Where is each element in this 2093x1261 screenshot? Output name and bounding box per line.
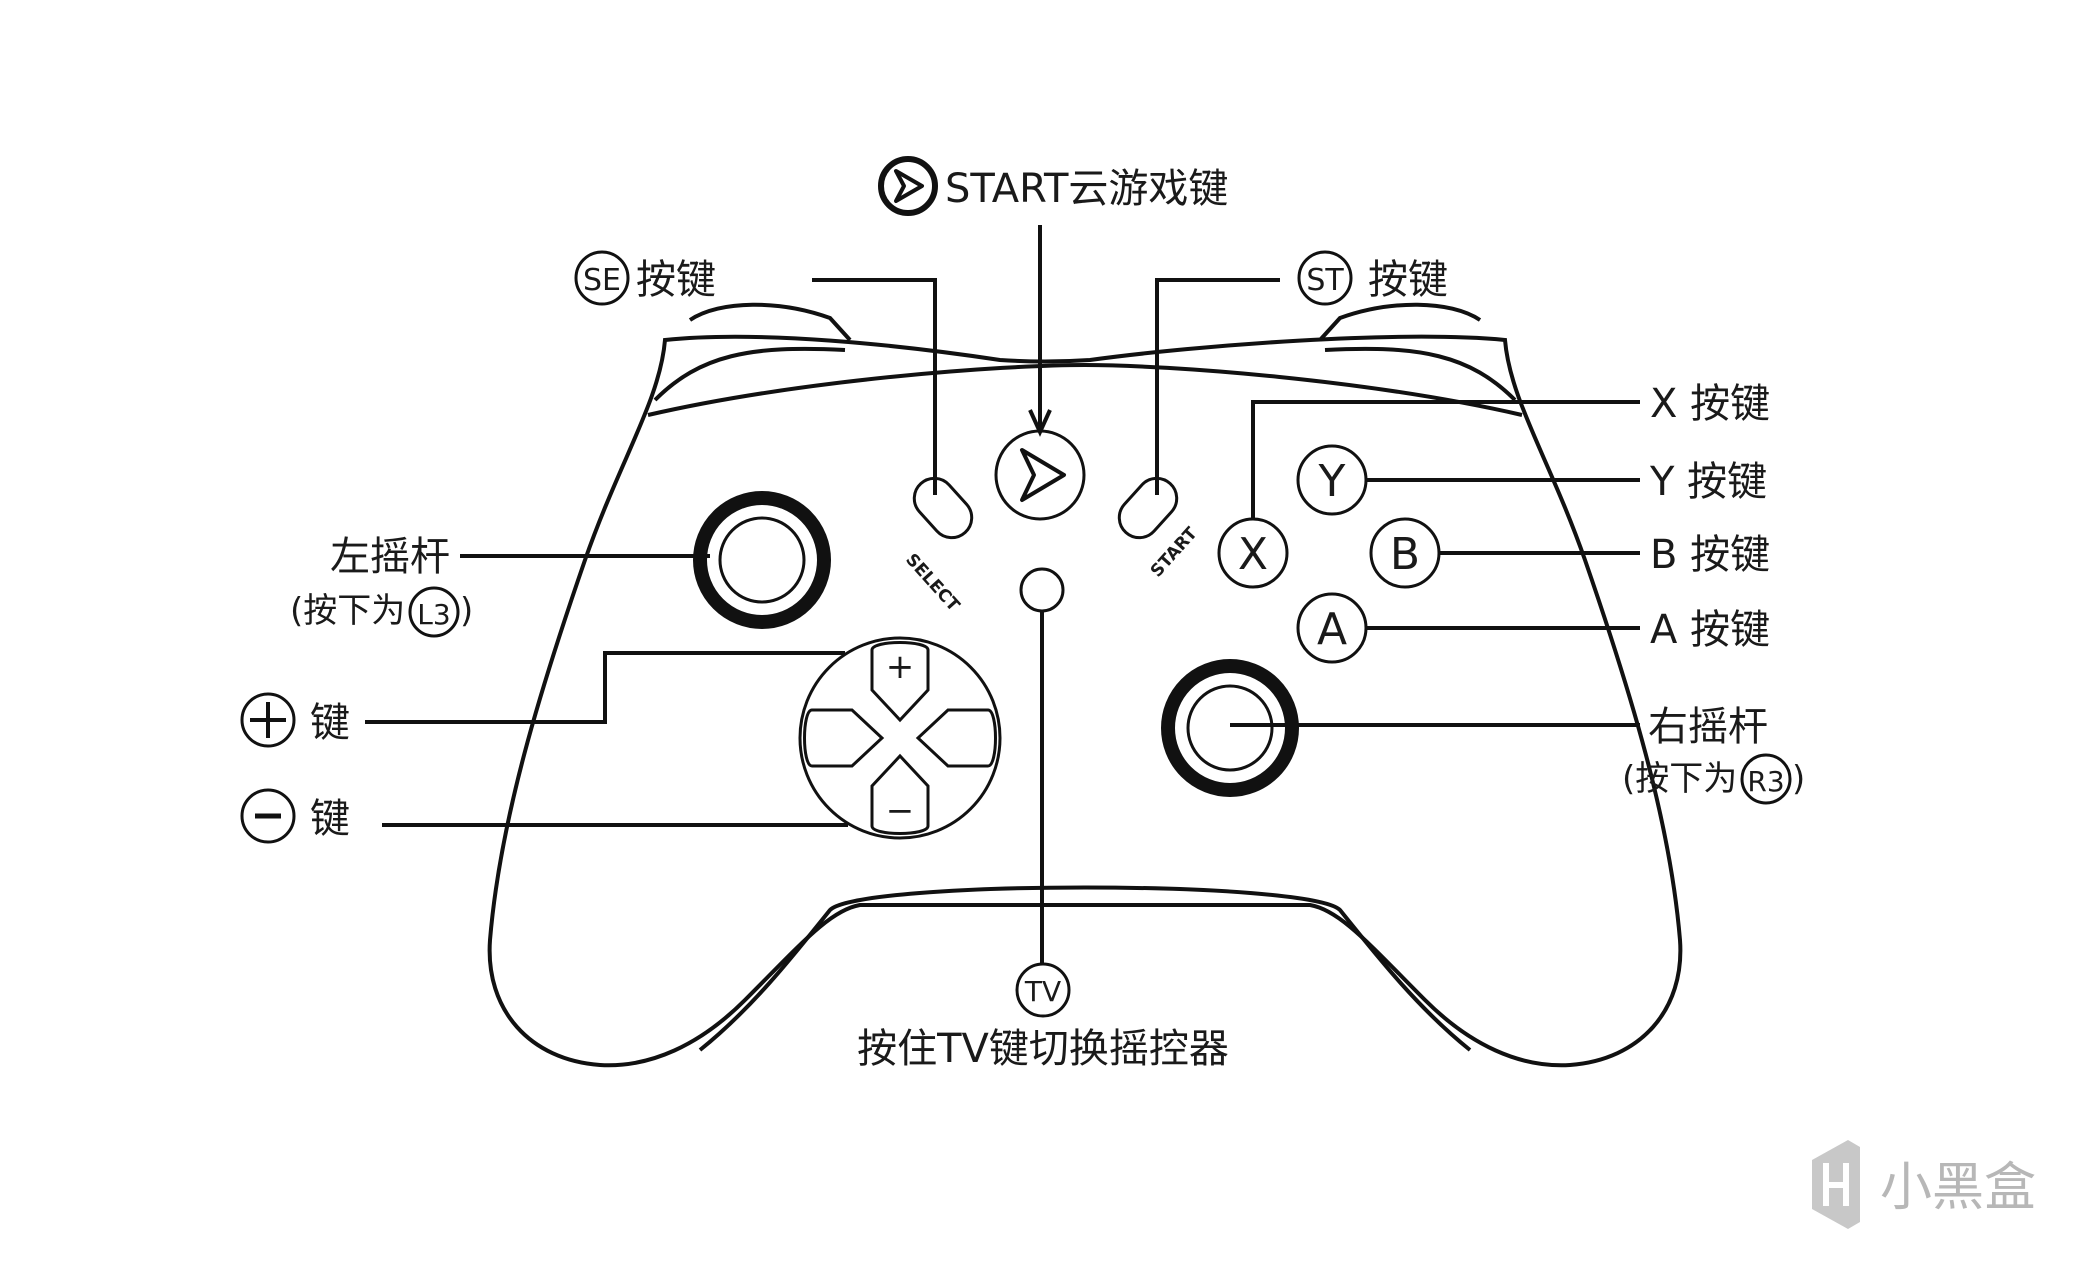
svg-text:SE: SE [583,263,621,298]
svg-text:): ) [1792,759,1805,799]
dpad-left[interactable] [803,708,885,768]
label-a-button: A 按键 [1650,607,1770,653]
left-stick[interactable] [693,491,831,629]
label-y-button: Y 按键 [1649,459,1767,505]
svg-text:START云游戏键: START云游戏键 [945,166,1228,212]
svg-text:L3: L3 [417,598,450,631]
svg-text:B: B [1390,529,1420,580]
dpad[interactable]: + − [798,636,1002,840]
svg-text:左摇杆: 左摇杆 [330,534,450,580]
watermark: 小黑盒 [1812,1140,2036,1229]
svg-text:A: A [1317,604,1347,655]
face-button-a[interactable]: A [1296,592,1368,664]
label-left-stick: 左摇杆 (按下为 L3 ) [290,534,473,638]
svg-text:按键: 按键 [636,257,716,303]
heybox-logo-icon [1812,1140,1860,1229]
svg-text:键: 键 [310,796,350,842]
right-stick[interactable] [1161,659,1299,797]
label-tv: TV 按住TV键切换摇控器 [857,962,1229,1072]
play-arrow-icon [1020,448,1066,502]
leader-lines [365,225,1640,965]
label-st: ST 按键 [1297,250,1448,306]
dpad-up[interactable] [870,641,930,723]
dpad-down[interactable] [870,753,930,835]
label-b-button: B 按键 [1650,532,1770,578]
label-start-cloud: START云游戏键 [878,156,1228,216]
tv-button[interactable] [1019,567,1065,613]
dpad-right[interactable] [915,708,997,768]
label-right-stick: 右摇杆 (按下为 R3 ) [1622,704,1805,805]
label-plus-key: 键 [240,692,350,748]
start-badge-icon [894,169,924,203]
label-se: SE 按键 [574,250,716,306]
face-button-x[interactable]: X [1217,517,1289,589]
svg-text:X: X [1238,529,1268,580]
svg-text:(按下为: (按下为 [1622,759,1737,799]
watermark-text: 小黑盒 [1880,1158,2036,1218]
label-x-button: X 按键 [1650,381,1770,427]
dpad-minus-glyph: − [886,791,915,831]
svg-text:右摇杆: 右摇杆 [1648,704,1768,750]
svg-text:(按下为: (按下为 [290,591,405,631]
controller-body [487,302,1683,1068]
svg-text:ST: ST [1306,263,1344,298]
label-minus-key: 键 [240,788,350,844]
svg-text:键: 键 [310,700,350,746]
face-button-b[interactable]: B [1369,517,1441,589]
svg-text:TV: TV [1024,975,1061,1008]
svg-text:按键: 按键 [1368,257,1448,303]
start-cloud-button[interactable] [994,429,1086,521]
svg-text:Y: Y [1318,456,1346,507]
svg-text:): ) [460,591,473,631]
dpad-plus-glyph: + [886,647,915,687]
svg-text:R3: R3 [1747,765,1784,798]
minus-circle-icon [240,788,296,844]
face-button-y[interactable]: Y [1296,444,1368,516]
svg-text:按住TV键切换摇控器: 按住TV键切换摇控器 [857,1026,1229,1072]
plus-circle-icon [240,692,296,748]
